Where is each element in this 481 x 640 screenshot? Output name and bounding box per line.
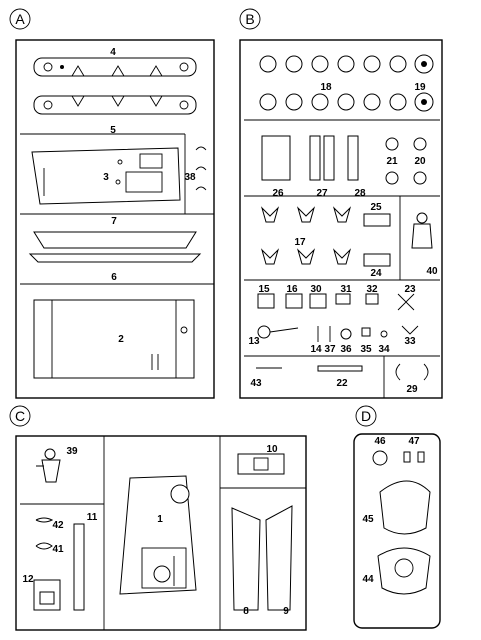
part-19-drive-wheels [414, 54, 434, 112]
part-label-28: 28 [354, 188, 366, 199]
part-label-14: 14 [310, 344, 322, 355]
section-label-B: B [245, 11, 254, 27]
part-label-30: 30 [310, 284, 322, 295]
part-label-25: 25 [370, 202, 382, 213]
part-29-clips [395, 363, 429, 381]
part-label-37: 37 [324, 344, 336, 355]
part-26-panel [261, 135, 291, 181]
part-label-29: 29 [406, 384, 418, 395]
part-label-16: 16 [286, 284, 298, 295]
part-38-small-parts [195, 146, 207, 191]
part-label-7: 7 [111, 216, 117, 227]
part-6-plate [28, 253, 202, 263]
part-label-9: 9 [283, 606, 289, 617]
part-40-crew-figure [411, 212, 433, 249]
part-label-32: 32 [366, 284, 378, 295]
part-label-38: 38 [184, 172, 196, 183]
part-28-panel [347, 135, 359, 181]
part-18-road-wheels [259, 55, 407, 111]
part-7-plate [33, 231, 197, 249]
part-11-strip [73, 523, 85, 611]
part-label-33: 33 [404, 336, 416, 347]
section-marker-B [239, 8, 261, 30]
part-label-8: 8 [243, 606, 249, 617]
section-marker-C [9, 405, 31, 427]
part-label-13: 13 [248, 336, 260, 347]
part-5-track [33, 95, 197, 115]
part-label-12: 12 [22, 574, 34, 585]
part-4-track [33, 57, 197, 77]
part-label-23: 23 [404, 284, 416, 295]
section-label-A: A [15, 11, 25, 27]
part-label-45: 45 [362, 514, 374, 525]
sprue-frame-A [15, 39, 215, 399]
sprue-A: A [9, 8, 215, 399]
part-39-crew-figure [36, 448, 61, 483]
part-label-18: 18 [320, 82, 332, 93]
sprue-B: B [239, 8, 443, 399]
part-20-21-sprockets [385, 137, 427, 185]
section-marker-D [355, 405, 377, 427]
sprue-C: C 39 10 11 [9, 405, 307, 631]
part-label-47: 47 [408, 436, 420, 447]
part-12-box [33, 579, 61, 611]
part-label-4: 4 [110, 47, 116, 58]
part-label-20: 20 [414, 156, 426, 167]
part-41-small [35, 542, 53, 550]
part-10-hatch-plate [237, 453, 285, 475]
part-45-cupola-top [379, 480, 431, 535]
part-17-small-figures [260, 206, 352, 265]
part-label-10: 10 [266, 444, 278, 455]
small-parts-row [257, 293, 419, 342]
section-label-C: C [15, 408, 25, 424]
part-3-hull-top [31, 147, 181, 205]
section-marker-A [9, 8, 31, 30]
part-label-34: 34 [378, 344, 390, 355]
part-label-44: 44 [362, 574, 374, 585]
part-label-35: 35 [360, 344, 372, 355]
sprue-frame-B [239, 39, 443, 399]
part-label-43: 43 [250, 378, 262, 389]
part-label-15: 15 [258, 284, 270, 295]
sprue-frame-C [15, 435, 307, 631]
part-label-17: 17 [294, 237, 306, 248]
part-24-box [363, 253, 391, 267]
part-44-cupola-ring [377, 547, 431, 595]
part-label-1: 1 [157, 514, 163, 525]
part-1-turret [119, 475, 197, 595]
part-label-36: 36 [340, 344, 352, 355]
part-46-knob [372, 450, 388, 466]
part-8-side-plate [231, 507, 261, 611]
section-label-D: D [361, 408, 371, 424]
part-label-27: 27 [316, 188, 328, 199]
part-label-41: 41 [52, 544, 64, 555]
part-label-21: 21 [386, 156, 398, 167]
part-42-small [35, 517, 54, 523]
part-label-24: 24 [370, 268, 382, 279]
part-label-42: 42 [52, 520, 64, 531]
part-label-26: 26 [272, 188, 284, 199]
part-47-small-pieces [403, 451, 425, 463]
part-27-panels [309, 135, 335, 181]
part-25-box [363, 213, 391, 227]
part-label-22: 22 [336, 378, 348, 389]
part-label-3: 3 [103, 172, 109, 183]
sprue-frame-D [353, 433, 441, 629]
part-22-rod [317, 365, 363, 372]
part-label-11: 11 [87, 512, 98, 523]
part-label-31: 31 [340, 284, 352, 295]
part-2-hull-bottom [33, 299, 195, 379]
part-9-side-plate [265, 505, 293, 611]
part-label-40: 40 [426, 266, 438, 277]
part-label-46: 46 [374, 436, 386, 447]
part-label-19: 19 [414, 82, 426, 93]
part-label-6: 6 [111, 272, 117, 283]
sprue-D: D 46 47 45 44 [353, 405, 441, 629]
part-label-5: 5 [110, 125, 116, 136]
part-label-39: 39 [66, 446, 78, 457]
part-label-2: 2 [118, 334, 124, 345]
